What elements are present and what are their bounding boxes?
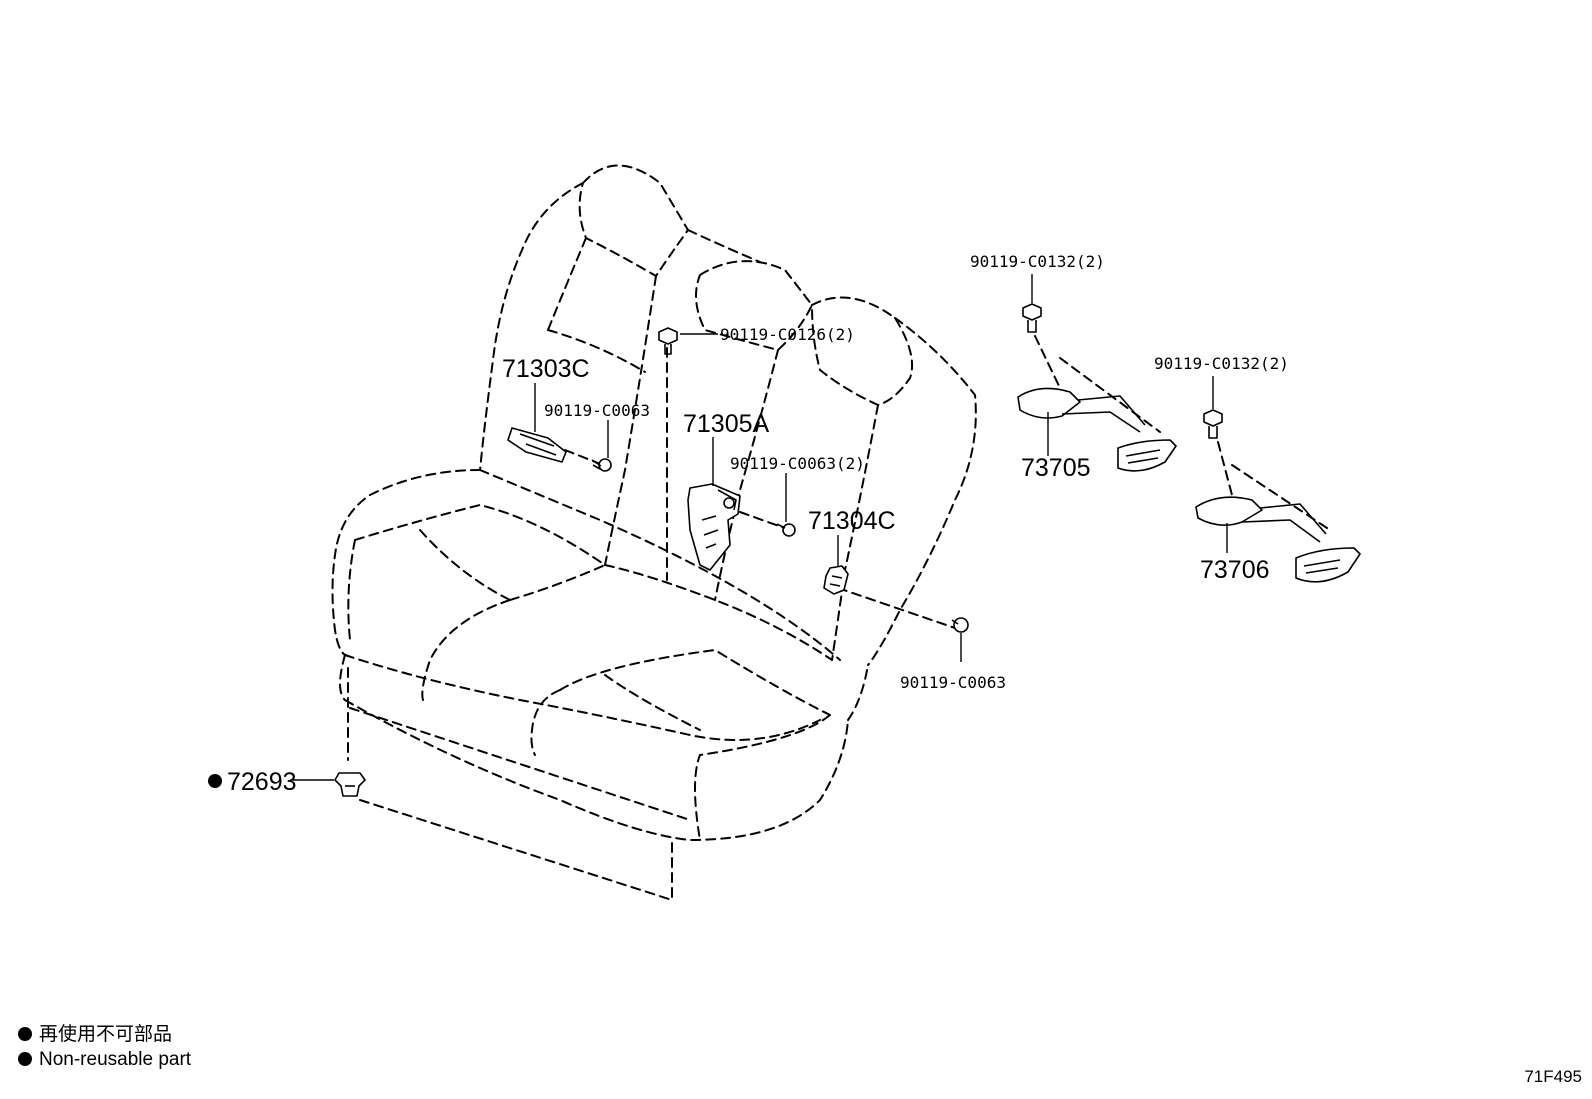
callout-90119-C0126: 90119-C0126(2) (720, 325, 855, 344)
bullet-icon (18, 1052, 32, 1066)
rear-seat-outline (331, 164, 977, 901)
figure-code: 71F495 (1524, 1067, 1582, 1086)
callout-labels: 71303C 90119-C0063 90119-C0126(2) 71305A… (208, 252, 1289, 796)
bolt-90119-C0063-mid (776, 523, 796, 537)
part-73706-hinge (1195, 496, 1361, 583)
callout-90119-C0063-low: 90119-C0063 (900, 673, 1006, 692)
callout-90119-C0063-left: 90119-C0063 (544, 401, 650, 420)
callout-73705: 73705 (1021, 454, 1091, 482)
callout-90119-C0063-mid: 90119-C0063(2) (730, 454, 865, 473)
bolt-90119-C0132-a (1022, 303, 1161, 433)
part-71304C-bracket (823, 565, 849, 595)
part-73705-hinge (1017, 387, 1177, 472)
callout-72693: 72693 (227, 768, 297, 796)
callout-90119-C0132-b: 90119-C0132(2) (1154, 354, 1289, 373)
legend-line-en: Non-reusable part (18, 1047, 191, 1072)
part-72693-clip (334, 772, 366, 797)
leader-lines (290, 274, 1228, 781)
bolt-90119-C0126 (658, 327, 678, 355)
non-reusable-marker (208, 774, 222, 788)
bolt-90119-C0063-low (951, 617, 969, 633)
callout-71303C: 71303C (502, 355, 590, 383)
callout-71304C: 71304C (808, 507, 896, 535)
callout-73706: 73706 (1200, 556, 1270, 584)
callout-71305A: 71305A (683, 410, 770, 438)
legend: 再使用不可部品 Non-reusable part (18, 1022, 191, 1072)
bullet-icon (18, 1027, 32, 1041)
callout-90119-C0132-a: 90119-C0132(2) (970, 252, 1105, 271)
legend-line-jp: 再使用不可部品 (18, 1022, 191, 1047)
bolt-90119-C0063-left (591, 458, 612, 472)
part-71303C-bracket (507, 427, 567, 463)
part-71305A-bracket (687, 483, 741, 571)
